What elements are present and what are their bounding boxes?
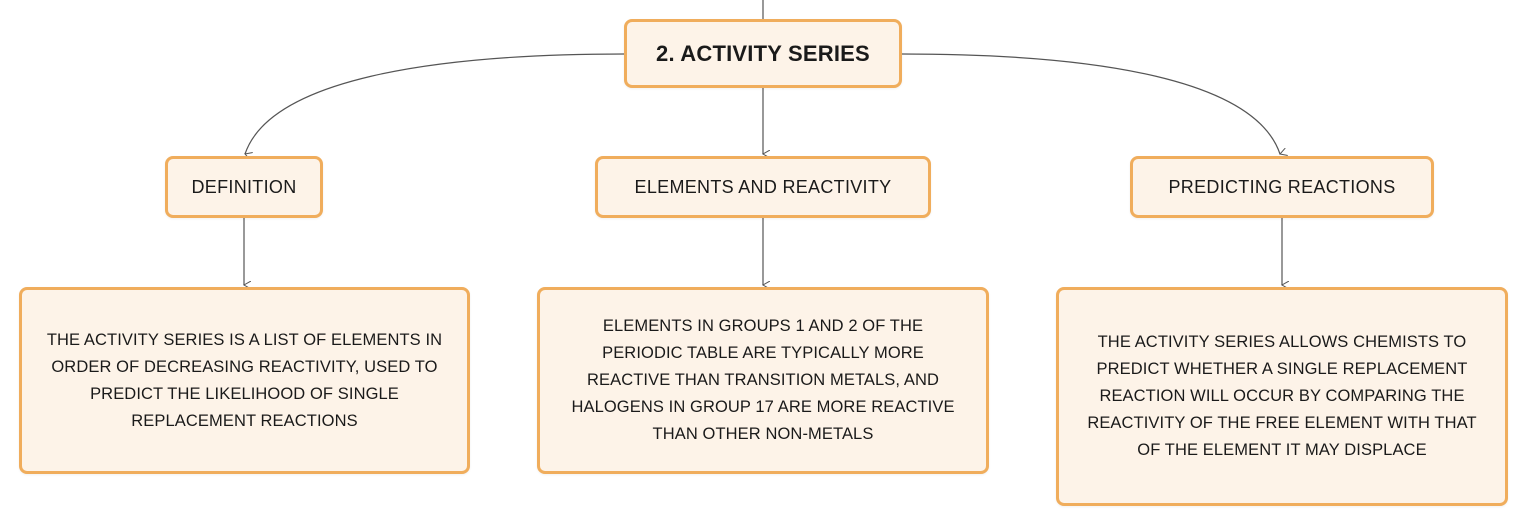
branch-node-elements-and-reactivity[interactable]: ELEMENTS AND REACTIVITY [595,156,931,218]
branch-node-definition[interactable]: DEFINITION [165,156,323,218]
branch-node-predicting-reactions[interactable]: PREDICTING REACTIONS [1130,156,1434,218]
detail-node-text: THE ACTIVITY SERIES ALLOWS CHEMISTS TO P… [1087,333,1477,459]
branch-node-label: PREDICTING REACTIONS [1168,176,1396,197]
root-node[interactable]: 2. ACTIVITY SERIES [624,19,902,88]
detail-node-elements-and-reactivity[interactable]: ELEMENTS IN GROUPS 1 AND 2 OF THE PERIOD… [537,287,989,474]
connector-root-to-predicting [901,53,1280,154]
detail-node-predicting-reactions[interactable]: THE ACTIVITY SERIES ALLOWS CHEMISTS TO P… [1056,287,1508,506]
branch-node-label: ELEMENTS AND REACTIVITY [634,176,892,197]
detail-node-text: THE ACTIVITY SERIES IS A LIST OF ELEMENT… [46,330,443,430]
connector-root-to-definition [245,53,625,154]
branch-node-label: DEFINITION [191,176,297,197]
root-node-label: 2. ACTIVITY SERIES [656,40,870,66]
detail-node-definition[interactable]: THE ACTIVITY SERIES IS A LIST OF ELEMENT… [19,287,470,474]
detail-node-text: ELEMENTS IN GROUPS 1 AND 2 OF THE PERIOD… [571,317,955,443]
